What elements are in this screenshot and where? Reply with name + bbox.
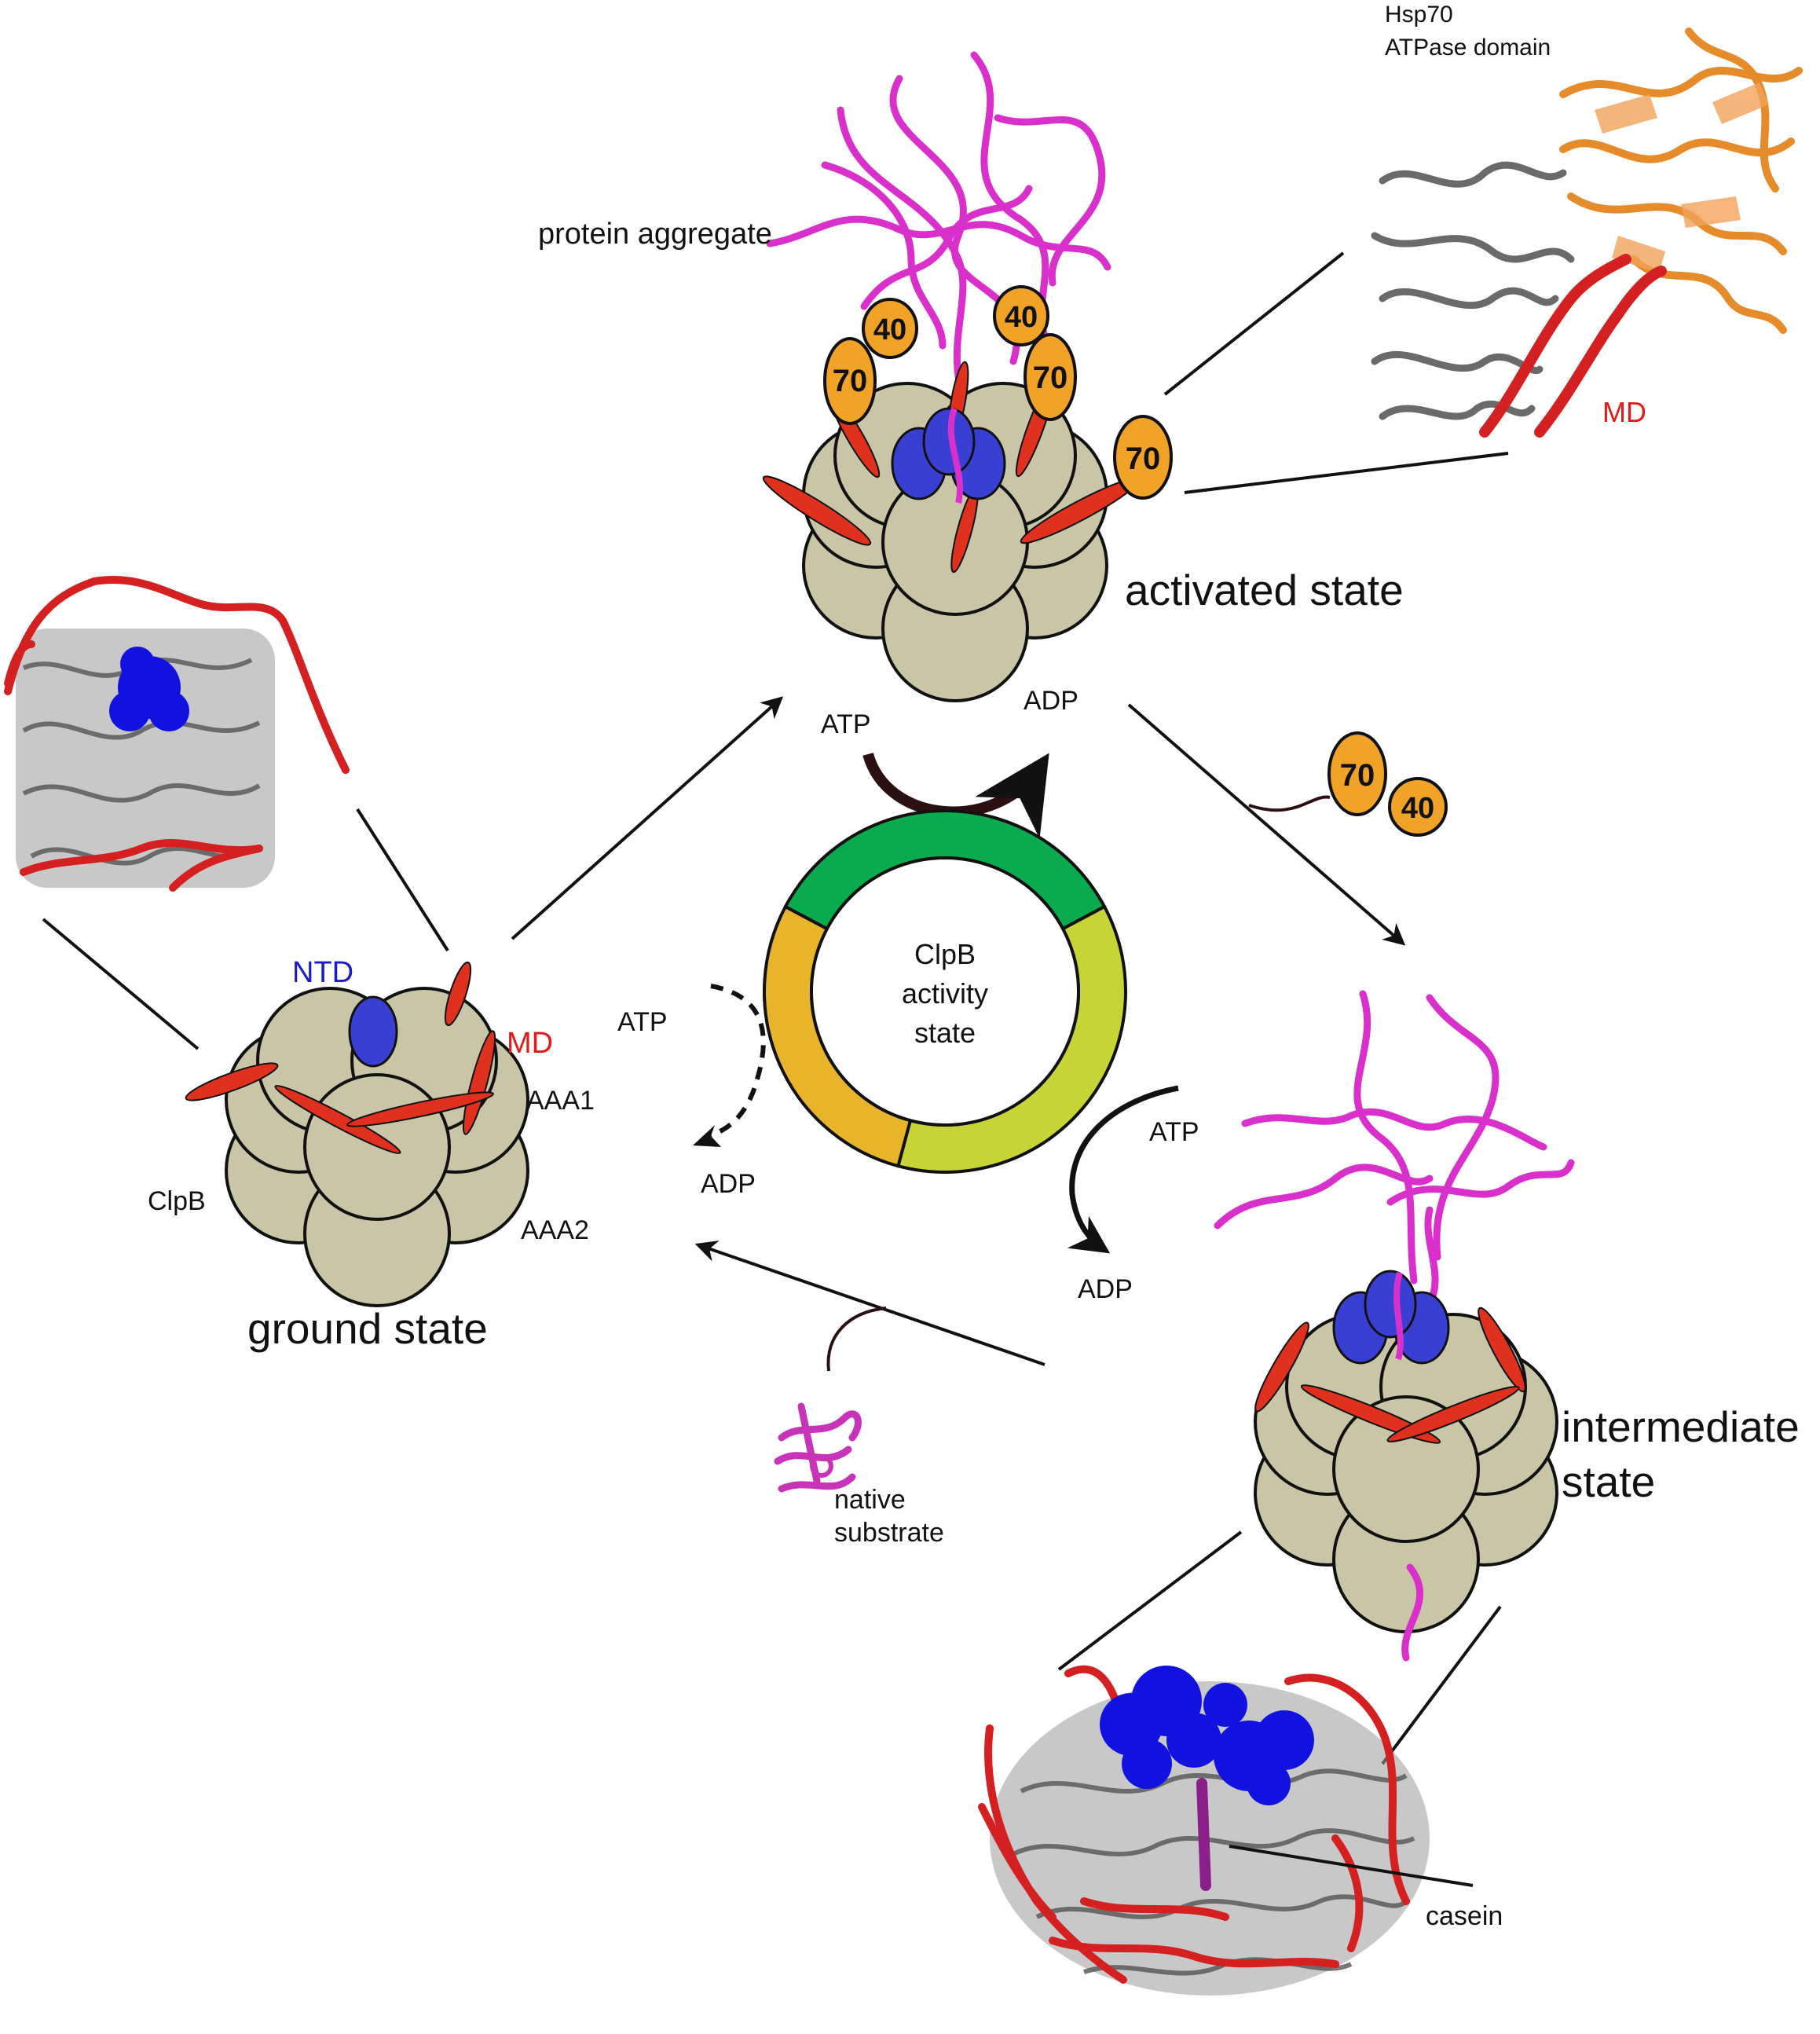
- intermediate-state-label-line1: intermediate: [1562, 1402, 1800, 1451]
- adp-left-label: ADP: [701, 1169, 756, 1199]
- ground-state-label: ground state: [247, 1304, 488, 1353]
- atp-left-label: ATP: [617, 1007, 668, 1037]
- activated-ntd-cluster: [891, 407, 1006, 500]
- svg-text:70: 70: [1033, 361, 1068, 395]
- svg-text:70: 70: [1340, 758, 1375, 793]
- casein-ntd-blobs: [1100, 1666, 1314, 1805]
- chaperone-release-curve: [1248, 795, 1331, 812]
- hsp70-label-line1: Hsp70: [1385, 2, 1453, 27]
- center-line3: state: [914, 1017, 976, 1049]
- extruded-thread: [1401, 1563, 1423, 1662]
- svg-text:40: 40: [873, 313, 906, 346]
- adp-top-label: ADP: [1024, 686, 1078, 716]
- hsp70-gray-domain-ribbon: [1371, 161, 1575, 420]
- hsp70-label-line2: ATPase domain: [1385, 35, 1551, 60]
- aggregate-strands-top: [766, 51, 1111, 412]
- ground-md-helices: [4, 576, 350, 892]
- hsp70-connector-line-1: [1163, 251, 1345, 396]
- svg-text:40: 40: [1005, 301, 1038, 334]
- clpb-label: ClpB: [148, 1186, 206, 1216]
- aggregate-strands-intermediate: [1214, 990, 1575, 1308]
- arrow-intermediate-to-ground: [694, 1241, 1045, 1366]
- activated-state-group: 70 40 40 70 70 protein aggregate activat…: [538, 51, 1404, 702]
- native-label-line1: native: [834, 1485, 906, 1515]
- chap70-label: 70: [833, 364, 868, 398]
- ground-ntd: [348, 995, 398, 1068]
- casein-structure-inset: casein: [978, 1665, 1503, 1996]
- intermediate-connector-line-1: [1057, 1530, 1243, 1671]
- ground-connector-line-1: [356, 808, 449, 952]
- hsp70-atpase-domain-ribbon: [1559, 27, 1803, 334]
- atp-arrow-right: [1067, 1085, 1179, 1254]
- md-inset-label: MD: [1602, 396, 1646, 428]
- released-chaperone-70: 70: [1327, 731, 1387, 816]
- casein-thread: [1196, 1778, 1211, 1891]
- casein-label: casein: [1426, 1901, 1503, 1931]
- chaperone-70-far-right: 70: [1113, 415, 1173, 500]
- arrow-ground-to-activated: [511, 696, 784, 940]
- aggregate-thread-activated: [947, 407, 964, 504]
- atp-right-label: ATP: [1149, 1117, 1199, 1147]
- svg-text:70: 70: [1126, 442, 1161, 476]
- intermediate-ntd-cluster: [1332, 1270, 1450, 1365]
- atp-hydrolysis-arrow-top: [862, 752, 1049, 839]
- atp-dashed-arrow-left: [709, 984, 766, 1138]
- hsp70-connector-line-2: [1184, 452, 1509, 494]
- atp-top-label: ATP: [821, 709, 871, 739]
- atp-dashed-arrowhead-left: [693, 1125, 721, 1147]
- intermediate-md-spikes: [1254, 1307, 1526, 1444]
- chaperone-70-left: 70: [823, 337, 877, 425]
- center-line1: ClpB: [914, 938, 976, 970]
- protein-aggregate-label: protein aggregate: [538, 218, 772, 251]
- chaperone-40-left: 40: [862, 298, 918, 359]
- arrow-activated-to-intermediate: [1127, 703, 1406, 946]
- ground-ntd-blob: [109, 647, 189, 731]
- md-label: MD: [507, 1027, 553, 1060]
- aaa2-label: AAA2: [521, 1215, 589, 1245]
- svg-text:40: 40: [1401, 792, 1434, 825]
- chaperone-40-right: 40: [993, 285, 1049, 346]
- released-chaperone-40: 40: [1388, 777, 1448, 837]
- ground-connector-line-2: [42, 918, 200, 1050]
- intermediate-state-group: intermediate state: [1214, 990, 1800, 1662]
- activity-ring: ClpB activity state: [763, 808, 1128, 1174]
- ground-state-group: NTD MD AAA1 AAA2 ClpB ground state: [148, 956, 595, 1353]
- md-helix-inset: [1479, 254, 1667, 438]
- center-line2: activity: [902, 977, 988, 1010]
- intermediate-connector-line-2: [1381, 1605, 1502, 1765]
- aggregate-thread-intermediate: [1393, 1271, 1404, 1361]
- chaperone-70-right: 70: [1024, 333, 1077, 421]
- ground-state-structure-inset: [4, 576, 350, 892]
- adp-right-label: ADP: [1078, 1274, 1133, 1304]
- native-substrate-structure: [774, 1402, 862, 1493]
- hsp70-md-structure-inset: Hsp70 ATPase domain MD: [1371, 2, 1803, 438]
- activated-state-label: activated state: [1125, 566, 1404, 614]
- native-release-curve: [826, 1307, 887, 1372]
- ground-md-spikes: [185, 961, 496, 1154]
- casein-pointer-line: [1229, 1845, 1474, 1887]
- intermediate-state-label-line2: state: [1562, 1457, 1655, 1506]
- hsp70-atpase-domain-sheets: [1595, 82, 1769, 273]
- aaa1-label: AAA1: [526, 1086, 595, 1116]
- ntd-label: NTD: [292, 956, 353, 989]
- native-label-line2: substrate: [834, 1518, 944, 1548]
